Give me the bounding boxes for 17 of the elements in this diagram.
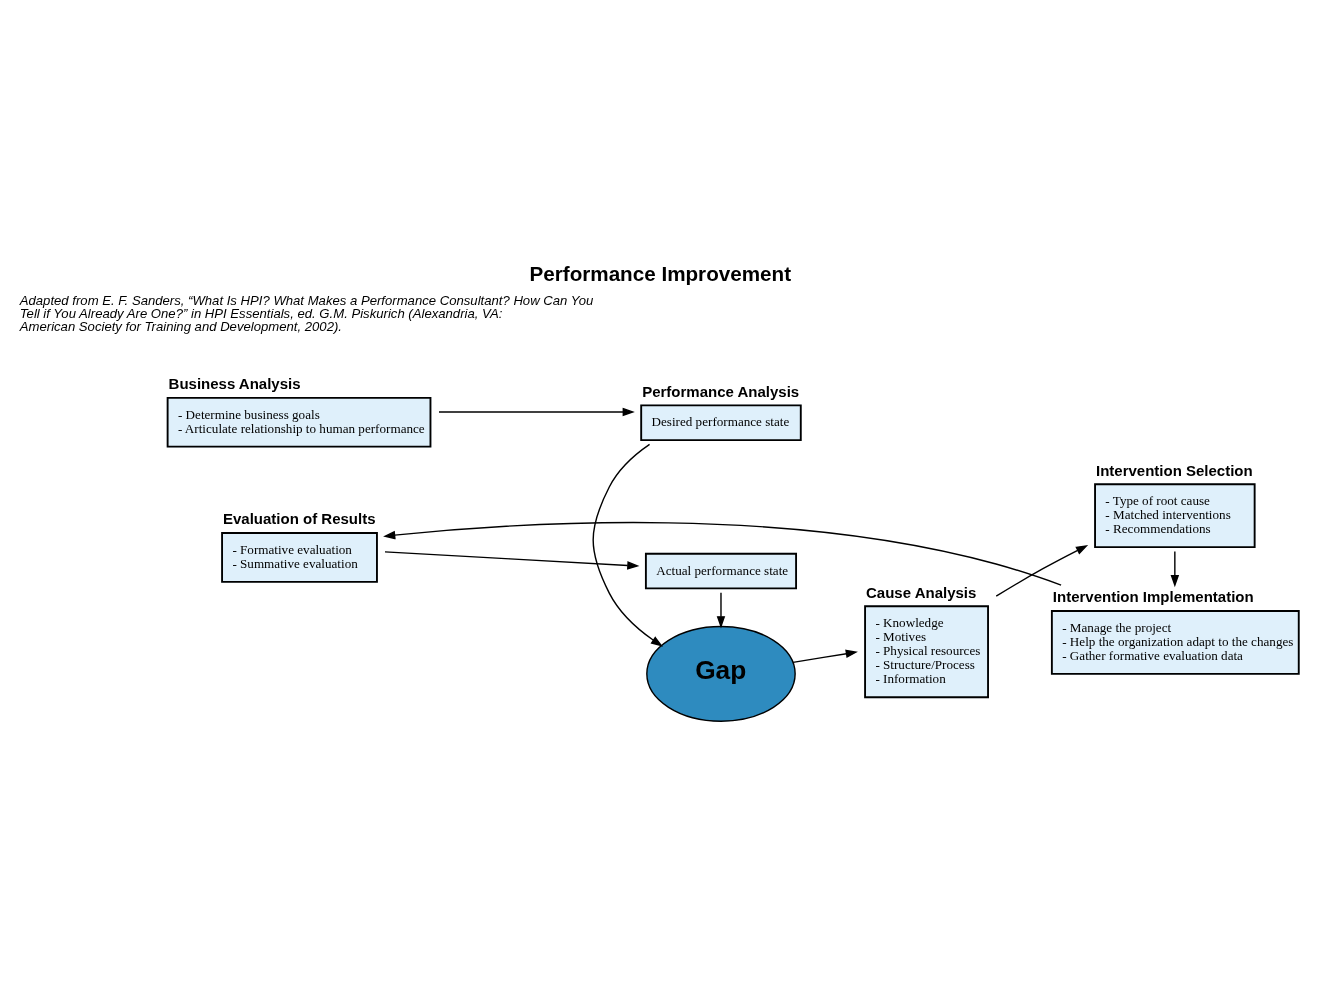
node-label: Business Analysis <box>168 374 301 392</box>
node-label: Performance Analysis <box>642 382 800 400</box>
arrow <box>792 649 858 663</box>
node-label: Intervention Implementation <box>1052 587 1254 605</box>
arrow <box>995 544 1089 597</box>
arrow <box>383 521 1062 586</box>
node-label: Intervention Selection <box>1095 461 1253 479</box>
arrow <box>438 407 635 416</box>
caption: Adapted from E. F. Sanders, “What Is HPI? What Makes a Performance Consultant? How Can You Tell if You Already Are One?” in HPI Essentials, ed. G.M. Piskurich (Alexandria, VA: American Society for Training and Development, 2002). <box>19 292 594 334</box>
node-ellipse: Gap <box>646 625 796 722</box>
arrow <box>1170 550 1180 587</box>
diagram-title: Performance Improvement <box>529 261 792 285</box>
node-label: Cause Analysis <box>866 583 977 601</box>
arrow <box>716 591 726 628</box>
arrow <box>384 550 640 570</box>
arrow <box>592 443 664 647</box>
node-label: Evaluation of Results <box>223 509 376 527</box>
